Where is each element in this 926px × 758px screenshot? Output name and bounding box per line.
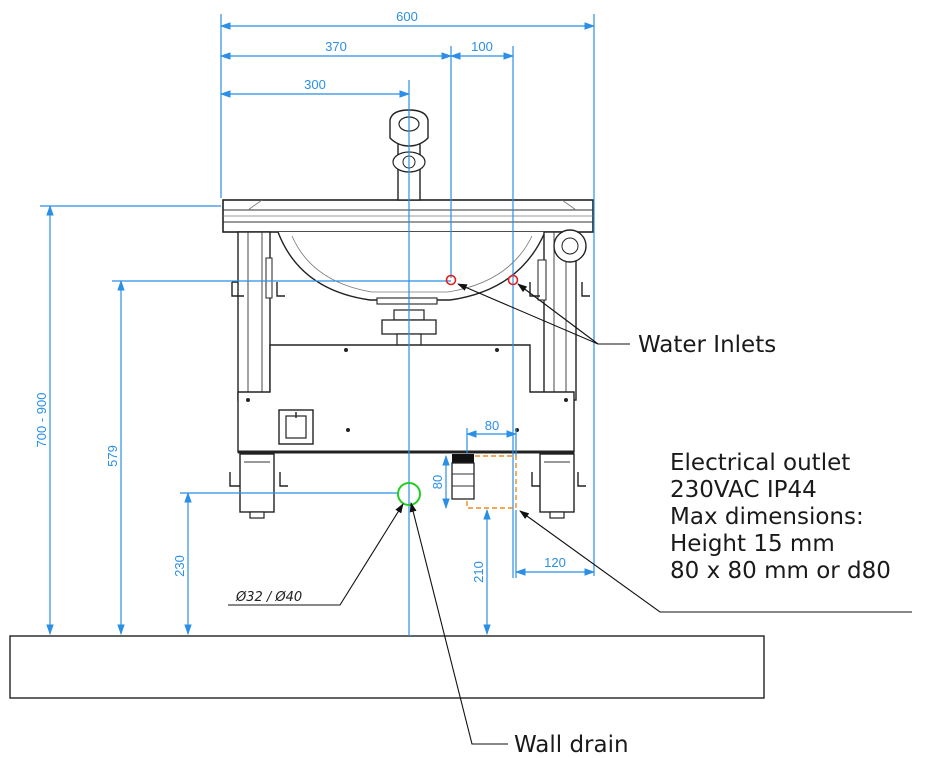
leader-lines [228, 283, 912, 745]
dim-80-height: 80 [430, 475, 445, 489]
dimension-lines [40, 14, 596, 636]
dim-80-width: 80 [485, 418, 499, 433]
dim-120: 120 [544, 555, 566, 570]
electrical-outlet-line-3: Max dimensions: [670, 504, 864, 530]
dim-700-900: 700 - 900 [34, 393, 49, 448]
dim-579: 579 [105, 445, 120, 467]
electrical-outlet-line-2: 230VAC IP44 [670, 477, 817, 503]
water-inlet-marker-left [445, 274, 457, 286]
dim-370: 370 [325, 39, 347, 54]
wall-drain-marker [397, 482, 421, 506]
sink-unit [222, 109, 594, 519]
water-inlets-label: Water Inlets [638, 332, 776, 358]
electrical-outlet-line-1: Electrical outlet [670, 450, 850, 476]
electrical-outlet-note: Electrical outlet 230VAC IP44 Max dimens… [670, 450, 891, 584]
electrical-outlet-line-5: 80 x 80 mm or d80 [670, 558, 891, 584]
outlet-plug [452, 454, 474, 463]
dim-300: 300 [304, 77, 326, 92]
wall-drain-label: Wall drain [514, 732, 629, 758]
dim-210: 210 [471, 561, 486, 583]
dim-230: 230 [172, 555, 187, 577]
water-inlet-marker-right [507, 274, 519, 286]
dim-100: 100 [471, 39, 493, 54]
dim-600: 600 [396, 9, 418, 24]
drain-diameter-label: Ø32 / Ø40 [235, 590, 302, 605]
floor-slab [9, 635, 765, 699]
electrical-outlet-line-4: Height 15 mm [670, 531, 835, 557]
